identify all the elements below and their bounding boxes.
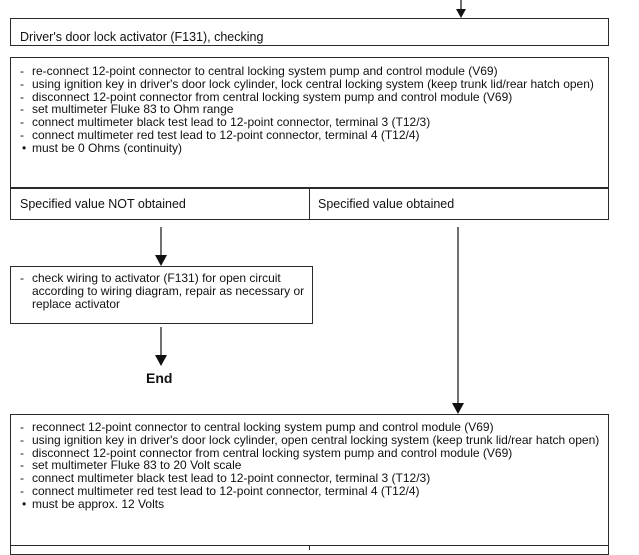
result-not-obtained: Specified value NOT obtained <box>20 197 186 211</box>
step-item: connect multimeter red test lead to 12-p… <box>20 129 600 142</box>
step-item: set multimeter Fluke 83 to 20 Volt scale <box>20 459 600 472</box>
end-label: End <box>146 370 173 386</box>
step-item: using ignition key in driver's door lock… <box>20 433 600 447</box>
requirement-item: must be 0 Ohms (continuity) <box>20 141 600 155</box>
result-divider <box>309 188 310 220</box>
step-item: disconnect 12-point connector from centr… <box>20 90 600 104</box>
result-obtained: Specified value obtained <box>318 197 455 211</box>
next-result-divider <box>309 545 310 550</box>
arrow-top-entry-head <box>456 9 466 18</box>
repair-steps-list: check wiring to activator (F131) for ope… <box>20 272 308 311</box>
arrow-to-end-head <box>155 355 167 366</box>
repair-step-item: check wiring to activator (F131) for ope… <box>20 272 308 311</box>
requirement-item: must be approx. 12 Volts <box>20 497 600 511</box>
check-title-box <box>10 18 609 46</box>
check-title: Driver's door lock activator (F131), che… <box>20 30 264 44</box>
check-steps-list: re-connect 12-point connector to central… <box>20 65 600 155</box>
step-item: disconnect 12-point connector from centr… <box>20 446 600 460</box>
step-item: re-connect 12-point connector to central… <box>20 65 600 78</box>
arrow-to-box3-head <box>452 403 464 414</box>
step-item: connect multimeter red test lead to 12-p… <box>20 485 600 498</box>
step-item: connect multimeter black test lead to 12… <box>20 472 600 485</box>
step-item: reconnect 12-point connector to central … <box>20 421 600 434</box>
arrow-to-box2-head <box>155 255 167 266</box>
step-item: connect multimeter black test lead to 12… <box>20 116 600 129</box>
step-item: set multimeter Fluke 83 to Ohm range <box>20 103 600 116</box>
step-item: using ignition key in driver's door lock… <box>20 77 600 91</box>
voltage-steps-list: reconnect 12-point connector to central … <box>20 421 600 511</box>
